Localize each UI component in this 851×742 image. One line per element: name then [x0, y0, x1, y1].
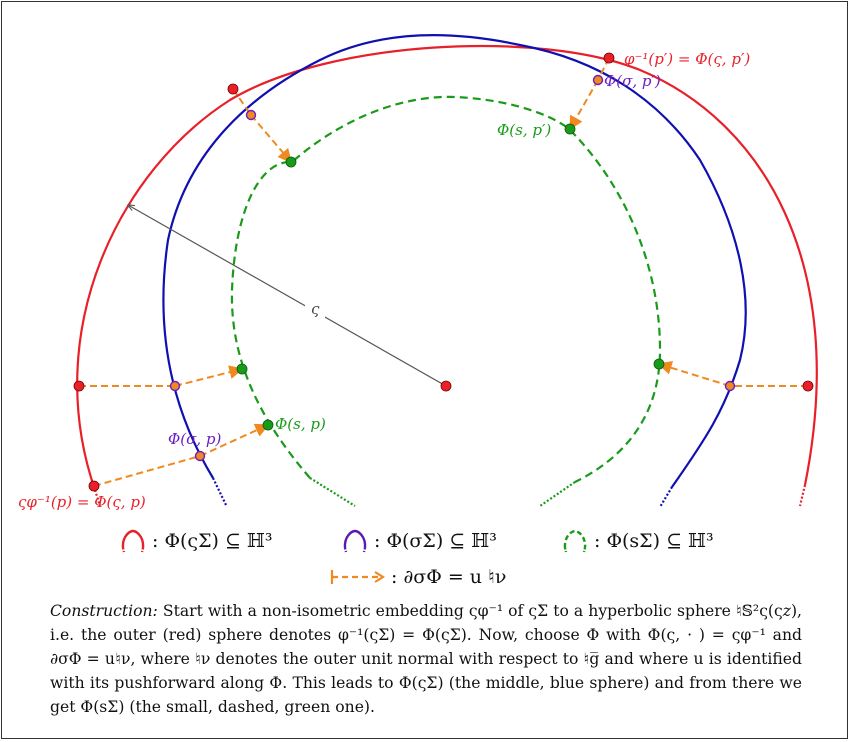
- blue-sphere: [162, 34, 747, 488]
- normal-arrows: [79, 57, 808, 487]
- legend-red: : Φ(ςΣ) ⊆ ℍ³: [118, 528, 273, 554]
- red-arc-icon: [121, 529, 145, 553]
- middle-point: [169, 380, 181, 392]
- legend-green-label: : Φ(sΣ) ⊆ ℍ³: [594, 530, 714, 552]
- inner-point: [653, 358, 665, 370]
- label-phi-sigma-p-prime: Φ(σ, p′): [604, 72, 661, 90]
- green-sphere-dotted-right: [539, 481, 576, 507]
- legend-row-arrow: : ∂σΦ = u ♮ν: [0, 564, 851, 594]
- caption: Construction: Start with a non-isometric…: [50, 599, 802, 719]
- normal-arrow: [569, 79, 599, 131]
- radius-label-gap: [305, 300, 325, 318]
- middle-point: [592, 74, 604, 86]
- legend-red-label: : Φ(ςΣ) ⊆ ℍ³: [152, 530, 273, 552]
- green-sphere: [230, 95, 662, 483]
- red-sphere-dotted-right: [798, 484, 807, 507]
- dashed-arrow-icon: [330, 570, 386, 584]
- normal-arrow: [250, 114, 292, 164]
- normal-arrow: [174, 365, 244, 387]
- middle-point: [245, 109, 257, 121]
- middle-point: [194, 450, 206, 462]
- inner-point: [285, 156, 297, 168]
- legend-arrow-label: : ∂σΦ = u ♮ν: [391, 566, 507, 588]
- red-sphere: [76, 44, 818, 491]
- inner-point: [262, 419, 274, 431]
- outer-point: [88, 480, 100, 492]
- label-varphi-p: ςφ⁻¹(p) = Φ(ς, p): [18, 493, 146, 511]
- outer-point: [227, 83, 239, 95]
- green-sphere-dotted-left: [309, 477, 356, 507]
- caption-lead: Construction:: [50, 602, 158, 620]
- label-phi-s-p: Φ(s, p): [275, 415, 326, 433]
- normal-arrow: [657, 361, 731, 387]
- label-varphi-p-prime: φ⁻¹(p′) = Φ(ς, p′): [624, 50, 750, 68]
- inner-points: [236, 123, 665, 431]
- blue-sphere-dotted-right: [659, 486, 673, 508]
- outer-point: [603, 52, 615, 64]
- label-phi-sigma-p: Φ(σ, p): [168, 430, 222, 448]
- normal-arrow: [93, 455, 201, 487]
- red-sphere-dotted-left: [93, 489, 102, 507]
- purple-arc-icon: [343, 529, 367, 553]
- inner-point: [236, 363, 248, 375]
- blue-sphere-dotted-left: [212, 477, 227, 506]
- middle-point: [724, 380, 736, 392]
- label-phi-s-p-prime: Φ(s, p′): [497, 121, 551, 139]
- legend-row-spheres: : Φ(ςΣ) ⊆ ℍ³ : Φ(σΣ) ⊆ ℍ³ : Φ(sΣ) ⊆ ℍ³: [0, 528, 851, 558]
- outer-point: [802, 380, 814, 392]
- radius-line: [128, 205, 447, 387]
- radius-label: ς: [311, 300, 320, 318]
- legend-green: : Φ(sΣ) ⊆ ℍ³: [560, 528, 714, 554]
- outer-points: [73, 52, 814, 492]
- caption-text: Start with a non-isometric embedding ςφ⁻…: [50, 602, 802, 716]
- center-point: [440, 380, 452, 392]
- green-arc-icon: [563, 529, 587, 553]
- legend-arrow: : ∂σΦ = u ♮ν: [329, 564, 506, 590]
- inner-point: [564, 123, 576, 135]
- normal-arrow: [199, 423, 270, 457]
- legend-blue-label: : Φ(σΣ) ⊆ ℍ³: [374, 530, 497, 552]
- outer-point: [73, 380, 85, 392]
- legend-blue: : Φ(σΣ) ⊆ ℍ³: [340, 528, 497, 554]
- middle-points: [169, 74, 736, 462]
